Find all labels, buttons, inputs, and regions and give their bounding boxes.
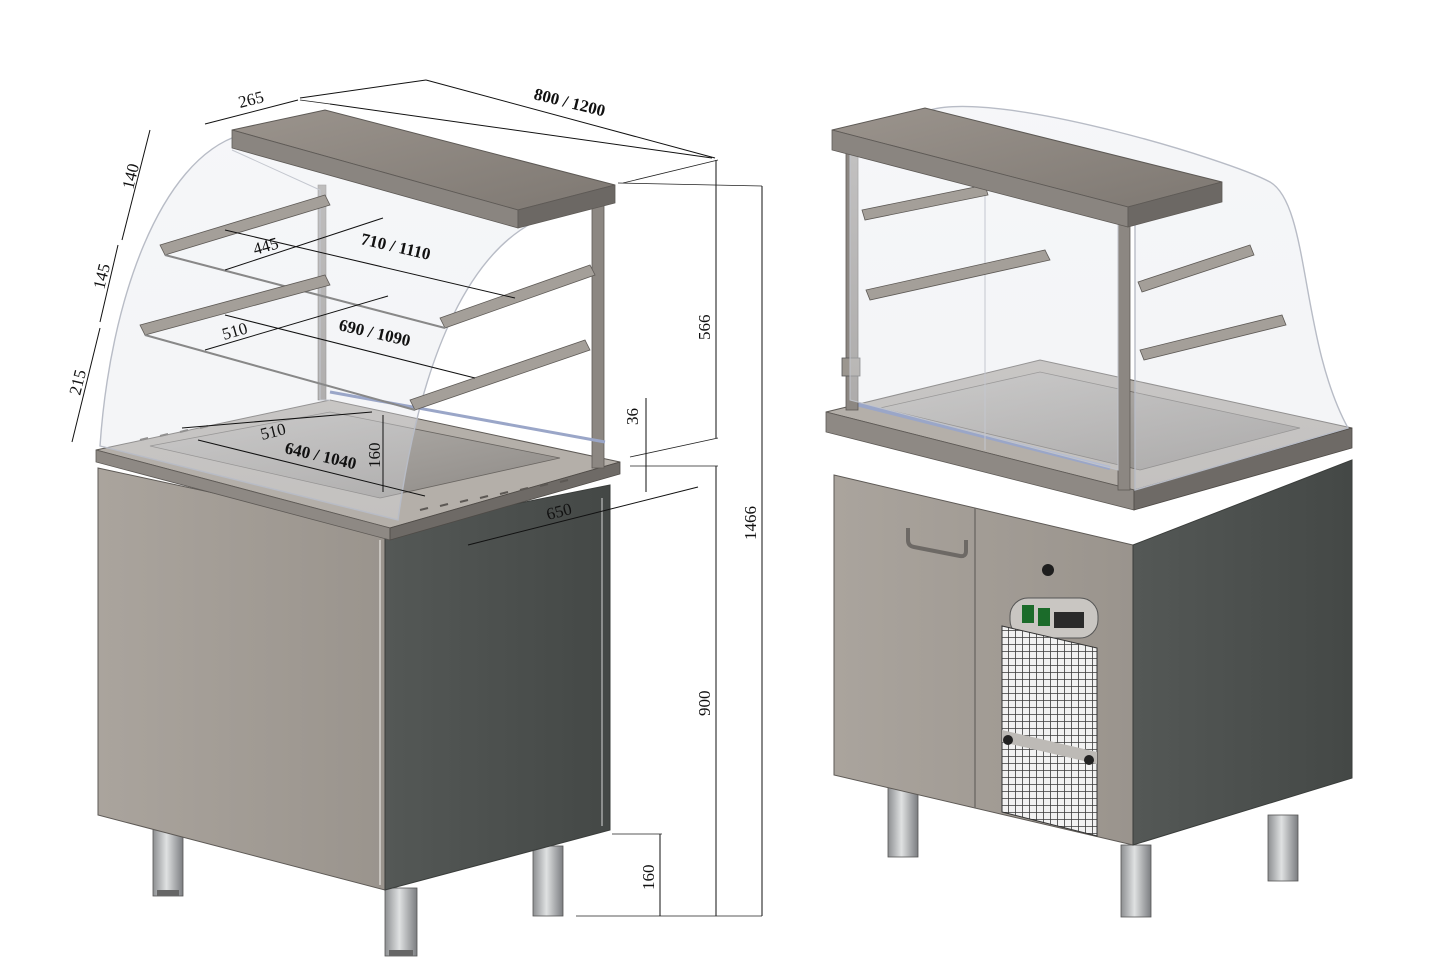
right-unit-legs: [887, 784, 1299, 918]
dim-width-total: 800 / 1200: [532, 84, 607, 120]
dim-counter-height: 900: [695, 691, 714, 717]
dim-shelf-gap-mid: 145: [89, 262, 114, 291]
dim-superstructure-height: 566: [695, 315, 714, 341]
dim-rim-height: 36: [623, 408, 642, 425]
right-unit-shelves: [861, 184, 1287, 361]
left-unit-dimension-lines: [71, 79, 763, 917]
ventilation-grille-icon: [1001, 625, 1098, 837]
left-unit-legs: [152, 827, 564, 957]
lock-icon: [1042, 564, 1054, 576]
dim-top-depth: 265: [236, 87, 265, 112]
left-unit-canopy: [231, 109, 616, 229]
dim-shelf-gap-low: 215: [65, 368, 90, 397]
left-unit-dimensioned-view: 265 800 / 1200 140 145 215 445 710 / 111…: [65, 79, 763, 957]
right-unit-rear-view: [825, 105, 1353, 918]
dim-total-height: 1466: [741, 506, 760, 540]
dim-shelf-gap-top: 140: [118, 162, 143, 191]
right-unit-door-handle: [906, 528, 968, 559]
dim-well-height: 160: [365, 443, 384, 469]
right-unit-control-area: [1001, 564, 1099, 837]
left-unit-shelves: [139, 194, 596, 411]
dim-leg-height: 160: [639, 865, 658, 891]
left-unit-cabinet: [97, 467, 611, 891]
right-unit-canopy: [831, 107, 1223, 228]
